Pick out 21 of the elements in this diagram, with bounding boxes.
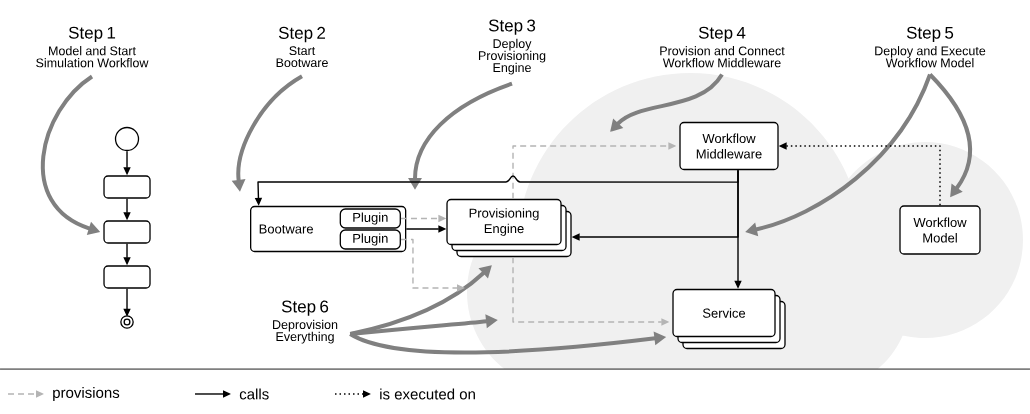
step-label: Step 2 Start Bootware (276, 26, 328, 68)
start-circle (114, 126, 140, 152)
step-label: Step 6 Deprovision Everything (273, 300, 338, 344)
end-circle (120, 315, 134, 329)
plugin-box: Plugin (339, 208, 401, 229)
legend-label: is executed on (380, 388, 475, 400)
step-label: Step 3 Deploy Provisioning Engine (479, 19, 546, 75)
step-arrow (610, 73, 724, 132)
service-box: Service (672, 288, 786, 350)
engine-box: Provisioning Engine (446, 198, 572, 258)
activity-box (103, 220, 151, 244)
legend-label: calls (239, 388, 269, 400)
plugin-box: Plugin (339, 229, 401, 250)
step-label: Step 5 Deploy and Execute Workflow Model (875, 26, 986, 68)
step-label: Step 4 Provision and Connect Workflow Middleware (660, 26, 785, 68)
legend-label: provisions (53, 387, 120, 401)
model-box: Workflow Model (899, 205, 981, 255)
activity-box (103, 175, 151, 199)
middleware-box: Workflow Middleware (679, 121, 779, 171)
step-label: Step 1 Model and Start Simulation Workflow (36, 26, 149, 68)
activity-box (103, 265, 151, 289)
